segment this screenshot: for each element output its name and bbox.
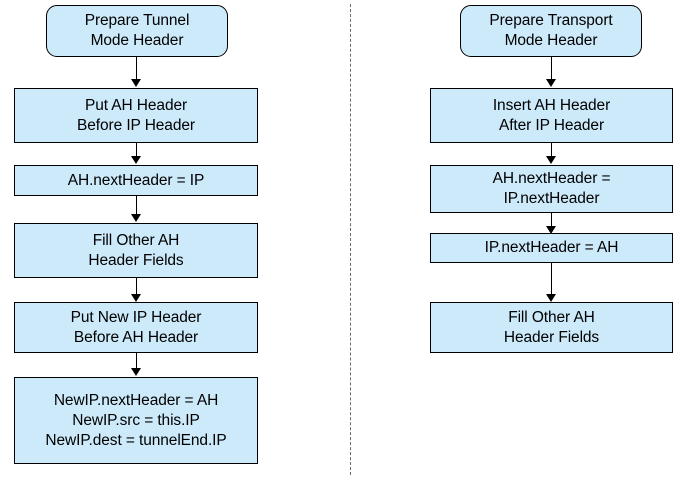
node-line: Before IP Header [77, 116, 195, 134]
connector-line [551, 57, 552, 80]
node-line: Header Fields [503, 328, 600, 346]
arrow-head-icon [131, 214, 141, 222]
node-line: Before AH Header [73, 328, 199, 346]
node-line: Mode Header [90, 32, 184, 49]
node-put-new-ip-header-before-ah-header[interactable]: Put New IP Header Before AH Header [14, 302, 258, 353]
node-fill-other-ah-header-fields-transport[interactable]: Fill Other AH Header Fields [430, 302, 673, 353]
node-line: Put New IP Header [70, 308, 202, 326]
column-divider [350, 4, 351, 475]
connector-line [136, 278, 137, 295]
node-line: Prepare Transport [489, 12, 613, 29]
connector-line [136, 57, 137, 80]
node-line: NewIP.nextHeader = AH [53, 391, 219, 409]
connector-line [136, 143, 137, 157]
node-line: Prepare Tunnel [84, 12, 190, 29]
node-prepare-tunnel-mode-header[interactable]: Prepare Tunnel Mode Header [46, 5, 228, 57]
connector-line [551, 263, 552, 295]
connector-line [136, 196, 137, 215]
node-line: Header Fields [88, 251, 184, 269]
node-line: Put AH Header [84, 96, 188, 114]
node-line: Insert AH Header [492, 96, 611, 114]
connector-line [551, 213, 552, 227]
arrow-head-icon [546, 226, 556, 234]
arrow-head-icon [546, 79, 556, 87]
node-line: NewIP.src = this.IP [72, 411, 200, 429]
node-ah-nextheader-equals-ip[interactable]: AH.nextHeader = IP [14, 165, 258, 196]
arrow-head-icon [546, 156, 556, 164]
node-line: IP.nextHeader [503, 190, 600, 207]
node-ip-nextheader-equals-ah[interactable]: IP.nextHeader = AH [430, 233, 673, 263]
node-fill-other-ah-header-fields-tunnel[interactable]: Fill Other AH Header Fields [14, 223, 258, 278]
arrow-head-icon [131, 156, 141, 164]
node-line: NewIP.dest = tunnelEnd.IP [45, 431, 227, 449]
arrow-head-icon [131, 79, 141, 87]
node-line: Mode Header [504, 32, 598, 49]
node-put-ah-header-before-ip-header[interactable]: Put AH Header Before IP Header [14, 88, 258, 143]
arrow-head-icon [546, 294, 556, 302]
node-line: Fill Other AH [508, 308, 595, 326]
node-newip-assignments[interactable]: NewIP.nextHeader = AH NewIP.src = this.I… [14, 377, 258, 464]
node-line: Fill Other AH [92, 231, 180, 249]
node-insert-ah-header-after-ip-header[interactable]: Insert AH Header After IP Header [430, 88, 673, 143]
node-line: AH.nextHeader = [492, 170, 611, 187]
connector-line [551, 143, 552, 157]
node-ah-nextheader-equals-ip-nextheader[interactable]: AH.nextHeader = IP.nextHeader [430, 165, 673, 213]
arrow-head-icon [131, 368, 141, 376]
node-line: AH.nextHeader = IP [67, 171, 205, 189]
arrow-head-icon [131, 294, 141, 302]
node-prepare-transport-mode-header[interactable]: Prepare Transport Mode Header [460, 5, 642, 57]
connector-line [136, 353, 137, 369]
node-line: IP.nextHeader = AH [484, 239, 619, 256]
node-line: After IP Header [498, 116, 605, 134]
